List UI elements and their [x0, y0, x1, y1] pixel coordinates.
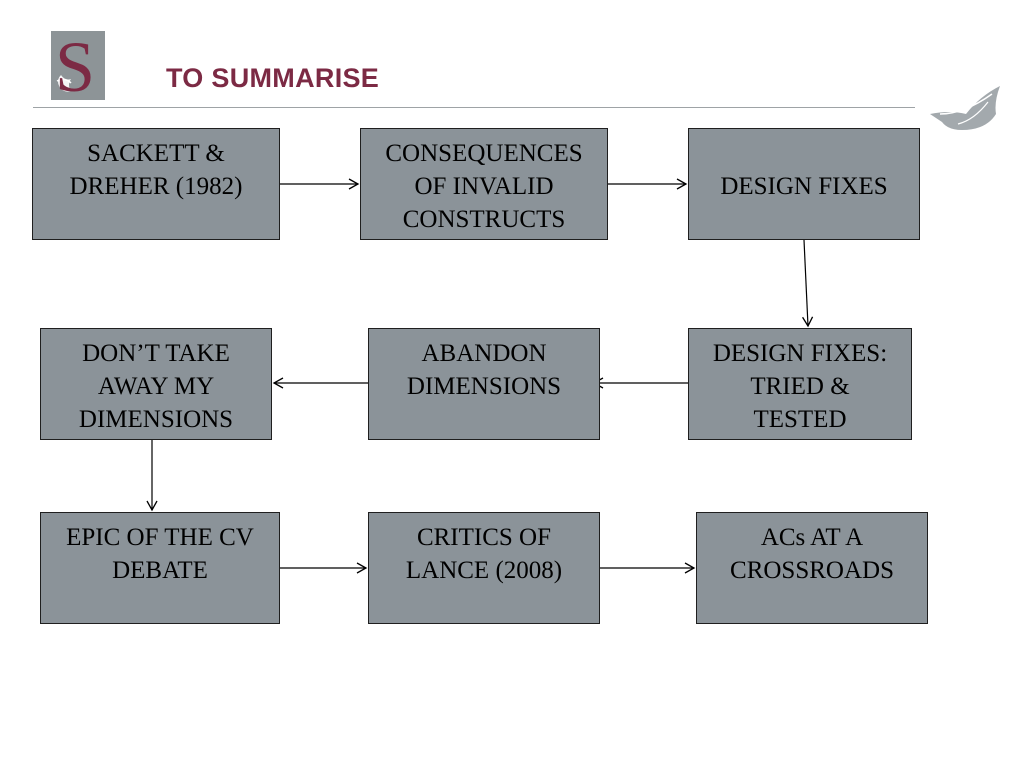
node-sackett-dreher: SACKETT & DREHER (1982)	[32, 128, 280, 240]
node-label: DESIGN FIXES: TRIED & TESTED	[712, 340, 888, 433]
node-acs-crossroads: ACs AT A CROSSROADS	[696, 512, 928, 624]
header-divider	[33, 107, 915, 108]
node-epic-cv-debate: EPIC OF THE CV DEBATE	[40, 512, 280, 624]
node-label: SACKETT & DREHER (1982)	[69, 140, 243, 200]
node-label: CRITICS OF LANCE (2008)	[405, 524, 563, 584]
university-logo: S	[51, 31, 105, 100]
node-label: CONSEQUENCES OF INVALID CONSTRUCTS	[385, 140, 583, 233]
feather-icon	[930, 86, 1000, 130]
node-label: ACs AT A CROSSROADS	[730, 524, 894, 584]
node-label: DESIGN FIXES	[720, 173, 888, 200]
node-consequences: CONSEQUENCES OF INVALID CONSTRUCTS	[360, 128, 608, 240]
node-abandon-dimensions: ABANDON DIMENSIONS	[368, 328, 600, 440]
logo-letter: S	[55, 31, 95, 100]
node-label: DON’T TAKE AWAY MY DIMENSIONS	[78, 340, 234, 433]
node-design-fixes-tested: DESIGN FIXES: TRIED & TESTED	[688, 328, 912, 440]
node-label: ABANDON DIMENSIONS	[406, 340, 562, 400]
arrow-design-fixes-to-tested	[802, 239, 814, 328]
node-design-fixes: DESIGN FIXES	[688, 128, 920, 240]
slide-title: TO SUMMARISE	[166, 63, 380, 93]
node-dont-take-away: DON’T TAKE AWAY MY DIMENSIONS	[40, 328, 272, 440]
node-critics-lance: CRITICS OF LANCE (2008)	[368, 512, 600, 624]
node-label: EPIC OF THE CV DEBATE	[66, 524, 254, 584]
